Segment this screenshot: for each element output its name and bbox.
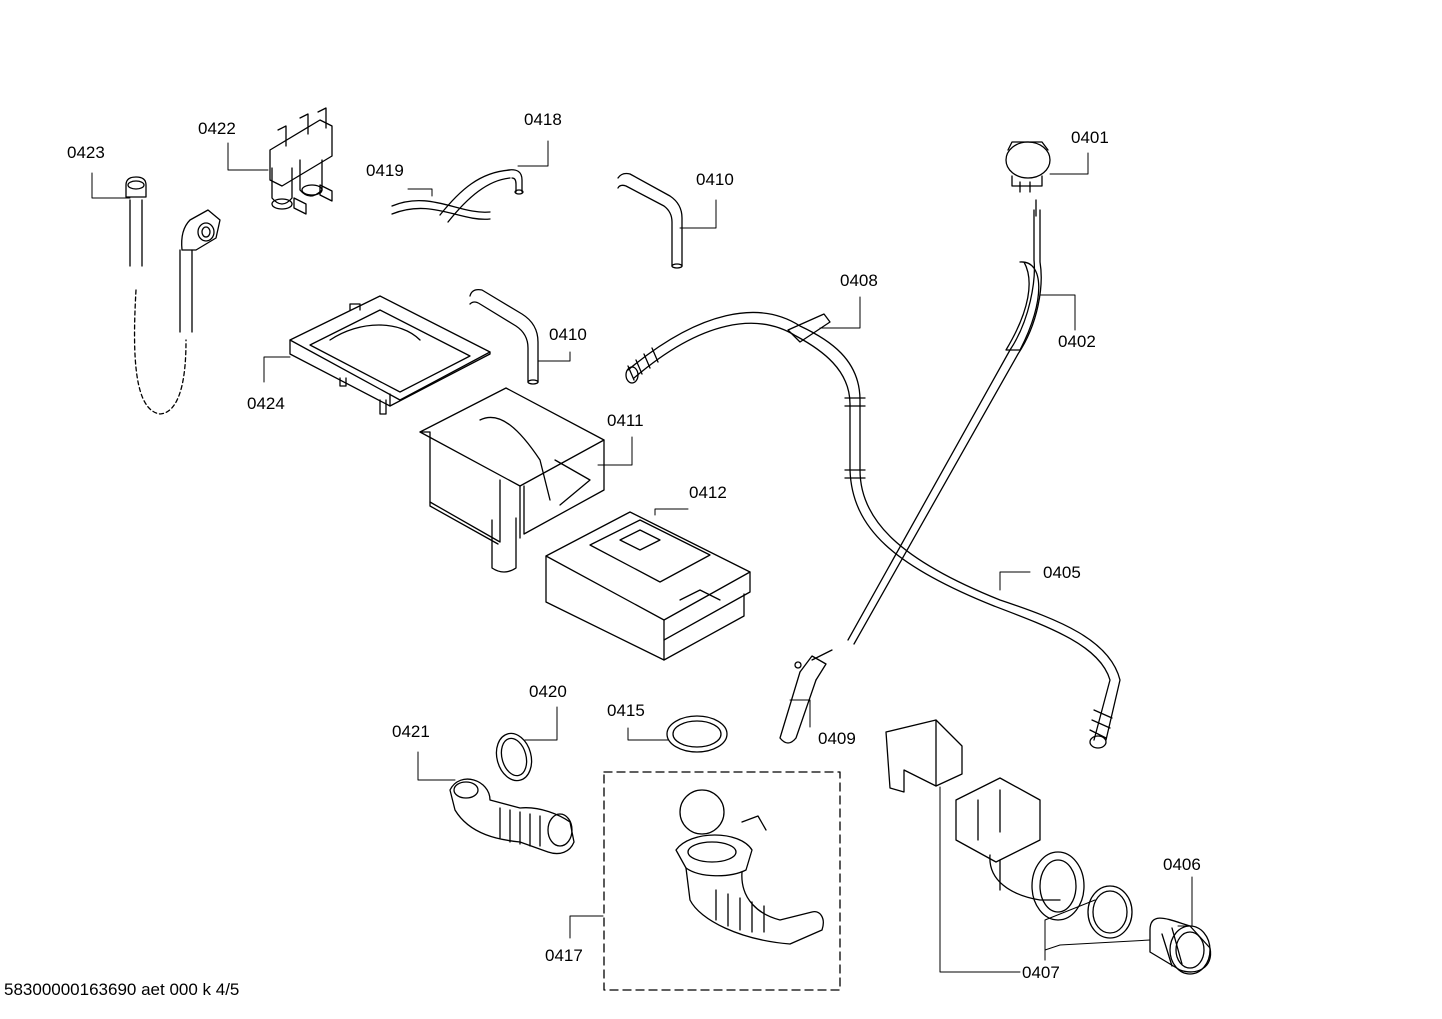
label-0408: 0408 (840, 271, 878, 290)
dispenser-housing-0411 (420, 388, 604, 572)
gasket-0415 (667, 716, 727, 752)
label-0409: 0409 (818, 729, 856, 748)
inlet-hose-0423 (126, 177, 220, 414)
label-0417: 0417 (545, 946, 583, 965)
dispenser-cover-0424 (290, 296, 490, 414)
label-0412: 0412 (689, 483, 727, 502)
assembly-box-0417 (604, 772, 840, 990)
drain-pump-0407 (886, 720, 1084, 920)
label-0420: 0420 (529, 682, 567, 701)
label-0418: 0418 (524, 110, 562, 129)
label-0410-upper: 0410 (696, 170, 734, 189)
label-0423: 0423 (67, 143, 105, 162)
label-0410-lower: 0410 (549, 325, 587, 344)
label-0401: 0401 (1071, 128, 1109, 147)
part-0409 (780, 650, 832, 743)
hose-0410-lower (470, 290, 538, 384)
gasket-0420 (491, 729, 536, 784)
label-0419: 0419 (366, 161, 404, 180)
hoses-0418-0419 (392, 170, 523, 222)
label-0411: 0411 (607, 411, 644, 430)
pressure-switch-0401 (1006, 142, 1050, 216)
label-0421: 0421 (392, 722, 430, 741)
pressure-tube-0402 (848, 210, 1041, 644)
hose-0408-0405 (626, 313, 1120, 748)
water-valve-0422 (270, 108, 332, 214)
label-0406: 0406 (1163, 855, 1201, 874)
label-0407: 0407 (1022, 963, 1060, 982)
leader-lines (92, 141, 1192, 972)
label-0422: 0422 (198, 119, 236, 138)
label-0415: 0415 (607, 701, 645, 720)
label-0402: 0402 (1058, 332, 1096, 351)
document-id-footer: 58300000163690 aet 000 k 4/5 (4, 980, 240, 999)
label-0424: 0424 (247, 394, 285, 413)
filter-0406 (1088, 886, 1211, 974)
hose-0410-upper (618, 174, 682, 269)
detergent-drawer-0412 (546, 512, 750, 660)
label-0405: 0405 (1043, 563, 1081, 582)
hose-0421 (450, 779, 574, 853)
